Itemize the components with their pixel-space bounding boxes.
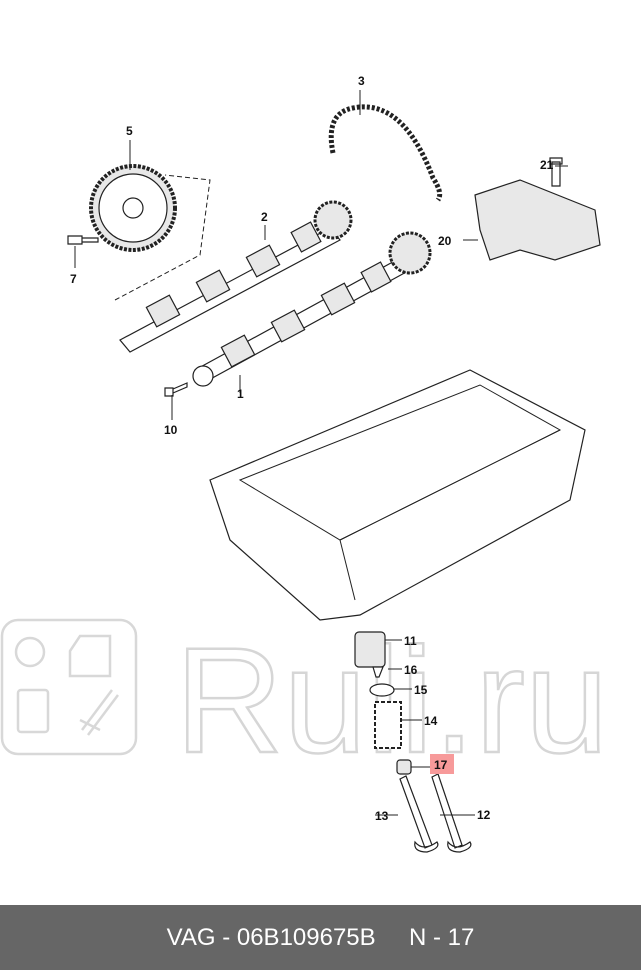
callout-14[interactable]: 14 [424,714,438,728]
timing-chain [328,104,443,202]
chain-tensioner [474,179,601,261]
bolt-7 [67,235,99,245]
brand: VAG [166,923,216,951]
spring-retainer [369,683,395,697]
bolt-21 [549,157,563,187]
callout-1[interactable]: 1 [237,387,244,401]
callout-11[interactable]: 11 [404,634,417,648]
camshaft-1 [192,231,432,387]
callout-15[interactable]: 15 [414,683,428,697]
callout-12[interactable]: 12 [477,808,491,822]
callout-16[interactable]: 16 [404,663,418,677]
callout-13[interactable]: 13 [375,809,389,823]
valve-13 [399,775,439,853]
bolt-10 [164,382,188,397]
valve-stem-seal [396,759,412,775]
part-number: 06B109675B [236,923,376,951]
valve-cotter [372,666,384,678]
callout-3[interactable]: 3 [358,74,365,88]
car-door-icon [68,634,112,678]
callout-21[interactable]: 21 [540,158,554,172]
watermark-logo: Ruli.ru [0,615,610,785]
cylinder-head [209,369,586,621]
watermark-text: Ruli.ru [175,616,608,784]
position-label: N - 17 [409,923,475,951]
oil-canister-icon [16,688,50,734]
callout-10[interactable]: 10 [164,423,178,437]
callout-2[interactable]: 2 [261,210,268,224]
callout-5[interactable]: 5 [126,124,133,138]
valve-12 [431,773,472,853]
camshaft-sprocket [89,164,177,252]
highlight-box [430,754,454,774]
engine-oil-icon [14,636,46,668]
parts-diagram: Ruli.ru [0,74,610,853]
valve-spring [374,701,402,749]
callout-7[interactable]: 7 [70,272,77,286]
camshaft-2 [119,200,353,353]
callout-17[interactable]: 17 [434,758,448,772]
part-footer: VAG - 06B109675B N - 17 [0,905,641,970]
separator: - [215,923,237,951]
valve-lifter [354,631,386,668]
shock-absorber-icon [79,689,119,736]
callout-20[interactable]: 20 [438,234,452,248]
